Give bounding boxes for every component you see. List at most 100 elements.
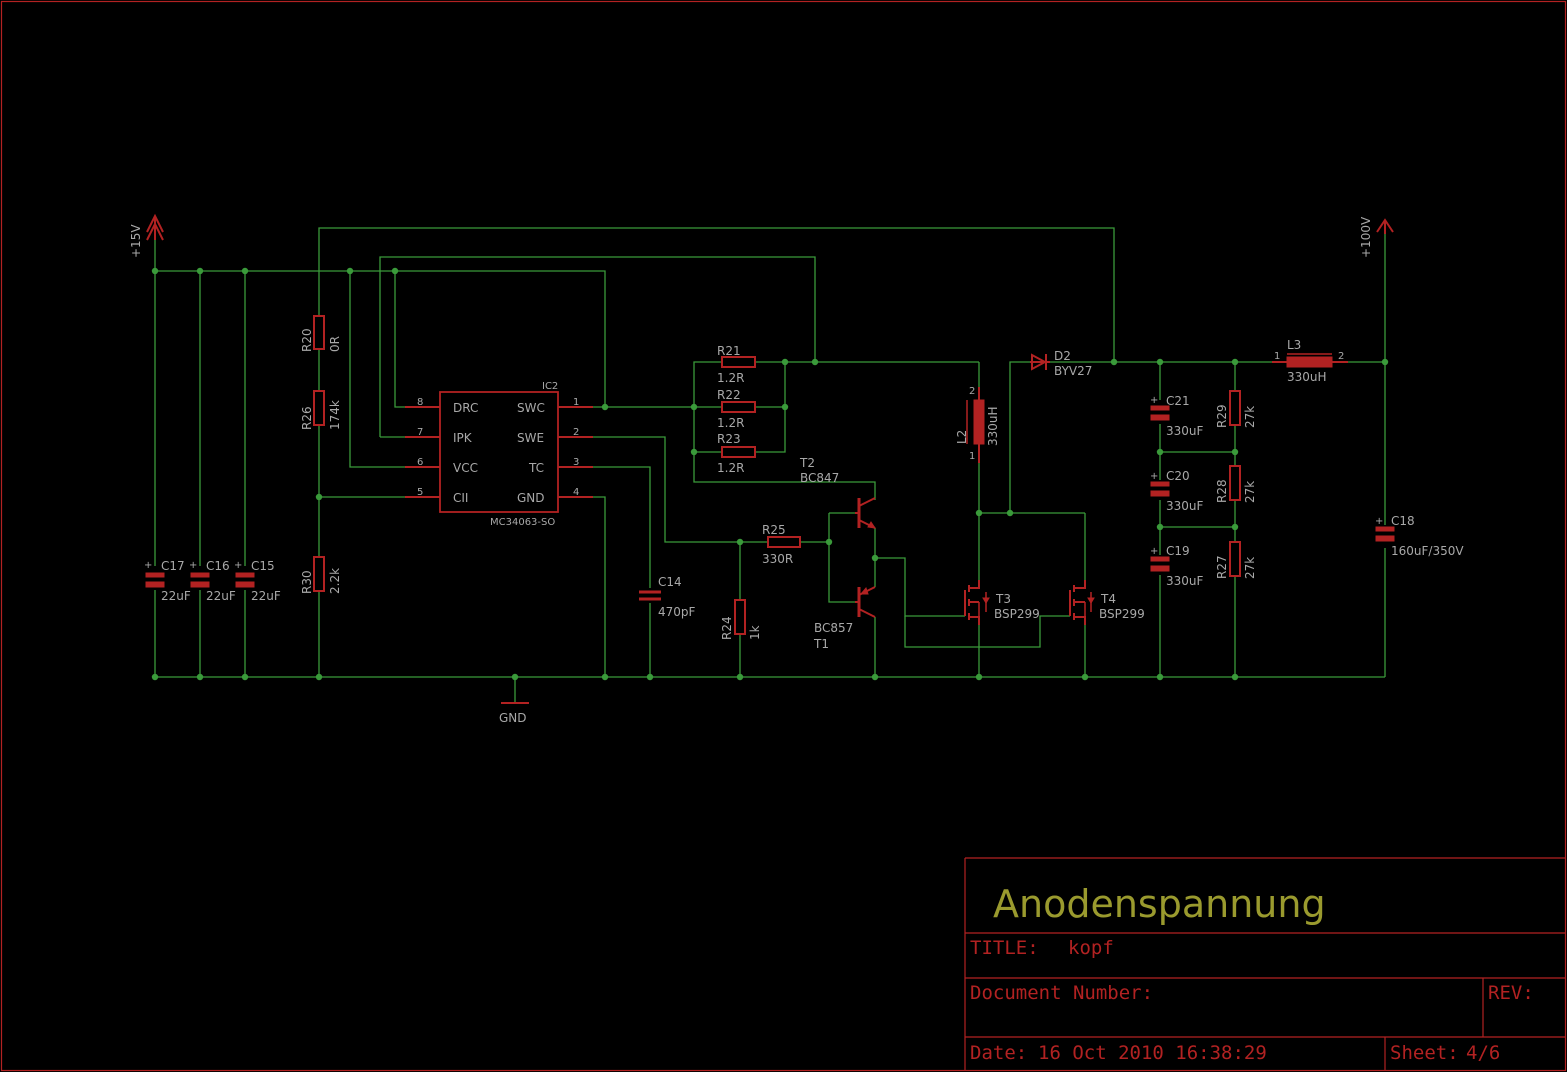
r26-value: 174k: [328, 400, 342, 430]
junction: [241, 267, 249, 275]
capacitor-c15: + C15 22uF: [234, 559, 281, 603]
r29-value: 27k: [1243, 406, 1257, 428]
c17-ref: C17: [161, 559, 185, 573]
r25-ref: R25: [762, 523, 786, 537]
plus-sign: +: [1150, 395, 1158, 406]
junction: [781, 358, 789, 366]
t3-value: BSP299: [994, 607, 1040, 621]
c16-ref: C16: [206, 559, 230, 573]
transistor-t2-npn: T2 BC847: [799, 456, 877, 529]
capacitor-c17: + C17 22uF: [144, 559, 191, 603]
l2-value: 330uH: [986, 406, 1000, 446]
junction: [1381, 358, 1389, 366]
junction: [601, 403, 609, 411]
junction: [1156, 448, 1164, 456]
diode-d2: D2 BYV27: [1030, 349, 1092, 378]
junction: [690, 448, 698, 456]
title-label: TITLE:: [970, 937, 1039, 959]
resistor-r28: R28 27k: [1215, 465, 1257, 503]
resistor-r29: R29 27k: [1215, 390, 1257, 428]
capacitor-c18: + C18 160uF/350V: [1375, 514, 1464, 558]
d2-ref: D2: [1054, 349, 1071, 363]
plus-sign: +: [1375, 516, 1383, 527]
ic2-pin-num: 1: [573, 397, 579, 408]
resistor-r20: R20 0R: [300, 315, 342, 352]
resistor-r23: R23 1.2R: [717, 432, 756, 475]
junction: [811, 358, 819, 366]
plus-sign: +: [234, 560, 242, 571]
c21-value: 330uF: [1166, 424, 1204, 438]
junction: [346, 267, 354, 275]
transistor-t1-pnp: BC857 T1: [813, 586, 876, 651]
junction: [196, 673, 204, 681]
c14-ref: C14: [658, 575, 682, 589]
ic2-pin-name: CII: [453, 491, 468, 505]
date-value: 16 Oct 2010 16:38:29: [1038, 1042, 1267, 1064]
junction: [690, 403, 698, 411]
junction: [315, 493, 323, 501]
r30-ref: R30: [300, 570, 314, 594]
c19-value: 330uF: [1166, 574, 1204, 588]
junction: [1006, 509, 1014, 517]
resistor-r25: R25 330R: [762, 523, 801, 566]
capacitor-c21: + C21 330uF: [1150, 394, 1204, 438]
ic2-pin-name: TC: [528, 461, 544, 475]
supply-100v: +100V: [1359, 216, 1394, 258]
supply-100v-label: +100V: [1359, 216, 1373, 258]
r28-value: 27k: [1243, 481, 1257, 503]
junction: [151, 673, 159, 681]
supply-15v-label: +15V: [129, 224, 143, 258]
r22-value: 1.2R: [717, 416, 744, 430]
r21-ref: R21: [717, 344, 741, 358]
capacitor-c14: C14 470pF: [639, 575, 696, 619]
junction: [241, 673, 249, 681]
junction: [1156, 523, 1164, 531]
r25-value: 330R: [762, 552, 793, 566]
ic2-pin-name: GND: [517, 491, 545, 505]
ic2-pin-num: 5: [417, 487, 423, 498]
ic2-pin-num: 8: [417, 397, 423, 408]
l2-ref: L2: [955, 430, 969, 444]
t4-value: BSP299: [1099, 607, 1145, 621]
r23-ref: R23: [717, 432, 741, 446]
r20-value: 0R: [328, 336, 342, 352]
l3-ref: L3: [1287, 338, 1301, 352]
inductor-l3: 1 2 L3 330uH: [1272, 338, 1348, 384]
ic2-pin-name: SWC: [517, 401, 545, 415]
resistor-r26: R26 174k: [300, 390, 342, 430]
junction: [736, 538, 744, 546]
r22-ref: R22: [717, 388, 741, 402]
r24-value: 1k: [748, 625, 762, 640]
junction: [825, 538, 833, 546]
title-block: Anodenspannung TITLE: kopf Document Numb…: [964, 857, 1565, 1070]
ic2-ref: IC2: [542, 381, 558, 392]
c14-value: 470pF: [658, 605, 696, 619]
ic2-pin-name: SWE: [517, 431, 544, 445]
junction: [871, 554, 879, 562]
c20-ref: C20: [1166, 469, 1190, 483]
supply-15v: +15V: [129, 213, 164, 258]
resistor-r30: R30 2.2k: [300, 556, 342, 594]
r27-value: 27k: [1243, 557, 1257, 579]
c15-ref: C15: [251, 559, 275, 573]
document-number-label: Document Number:: [970, 982, 1153, 1004]
r28-ref: R28: [1215, 479, 1229, 503]
ic2-value: MC34063-SO: [490, 517, 555, 528]
r20-ref: R20: [300, 328, 314, 352]
revision-label: REV:: [1488, 982, 1534, 1004]
ic2-pin-num: 2: [573, 427, 579, 438]
c20-value: 330uF: [1166, 499, 1204, 513]
inductor-l2: 2 1 L2 330uH: [955, 386, 1000, 463]
c15-value: 22uF: [251, 589, 281, 603]
c21-ref: C21: [1166, 394, 1190, 408]
date-label: Date:: [970, 1042, 1027, 1064]
mosfet-t4: T4 BSP299: [1069, 580, 1145, 625]
d2-value: BYV27: [1054, 364, 1092, 378]
t3-ref: T3: [995, 592, 1011, 606]
ic2-pin-num: 6: [417, 457, 423, 468]
resistor-r27: R27 27k: [1215, 541, 1257, 579]
t2-value: BC847: [800, 471, 839, 485]
junction: [975, 509, 983, 517]
c19-ref: C19: [1166, 544, 1190, 558]
